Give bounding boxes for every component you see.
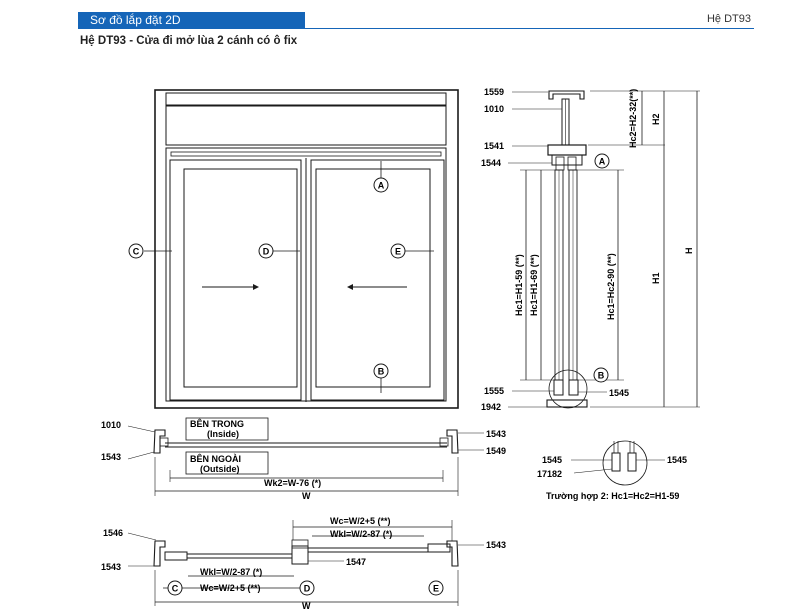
profile-label-1541: 1541 bbox=[484, 141, 504, 151]
plan-fixed-labels bbox=[127, 425, 484, 460]
sliding-label-1543-left: 1543 bbox=[101, 562, 121, 572]
outside-label-box bbox=[185, 451, 269, 475]
marker-c-elevation: C bbox=[128, 243, 144, 259]
svg-text:C: C bbox=[133, 247, 140, 257]
profile-label-1544: 1544 bbox=[481, 158, 501, 168]
inside-label: BÊN TRONG bbox=[190, 418, 244, 429]
dim-wc-top: Wc=W/2+5 (**) bbox=[330, 516, 391, 526]
door-elevation bbox=[144, 89, 459, 409]
plan-sliding-leaders bbox=[127, 532, 484, 567]
svg-text:E: E bbox=[395, 247, 401, 257]
marker-e-plan: E bbox=[428, 580, 444, 596]
sliding-label-1543-right: 1543 bbox=[486, 540, 506, 550]
dim-h2: H2 bbox=[651, 113, 661, 125]
case2-caption: Trường hợp 2: Hc1=Hc2=H1-59 bbox=[546, 491, 679, 501]
dim-hc2: Hc2=H2-32(**) bbox=[628, 89, 638, 148]
profile-label-1010: 1010 bbox=[484, 104, 504, 114]
marker-d-elevation: D bbox=[258, 243, 274, 259]
dim-wk2: Wk2=W-76 (*) bbox=[264, 478, 321, 488]
dim-wki-top: WkI=W/2-87 (*) bbox=[330, 529, 392, 539]
sliding-label-1546: 1546 bbox=[103, 528, 123, 538]
inside-label-en: (Inside) bbox=[207, 429, 239, 439]
dim-w-sliding: W bbox=[302, 601, 311, 611]
dim-h: H bbox=[684, 248, 694, 255]
marker-d-plan: D bbox=[299, 580, 315, 596]
case2-label-1545-left: 1545 bbox=[542, 455, 562, 465]
dim-wki-bottom: WkI=W/2-87 (*) bbox=[200, 567, 262, 577]
svg-text:B: B bbox=[378, 367, 385, 377]
vertical-section bbox=[520, 90, 700, 409]
marker-e-elevation: E bbox=[390, 243, 406, 259]
dim-w-fixed: W bbox=[302, 491, 311, 501]
outside-label-en: (Outside) bbox=[200, 464, 240, 474]
profile-label-1555: 1555 bbox=[484, 386, 504, 396]
system-code: Hệ DT93 bbox=[706, 13, 751, 25]
case2-label-17182: 17182 bbox=[537, 469, 562, 479]
marker-a-elevation: A bbox=[373, 177, 389, 193]
plan-view-sliding bbox=[153, 520, 459, 606]
svg-text:C: C bbox=[172, 584, 179, 594]
section-header-bar bbox=[78, 12, 305, 29]
svg-text:A: A bbox=[378, 181, 385, 191]
dim-h1: H1 bbox=[651, 272, 661, 284]
svg-text:E: E bbox=[433, 584, 439, 594]
dim-hc1-a: Hc1=H1-59 (**) bbox=[514, 254, 524, 316]
header-divider bbox=[78, 28, 754, 29]
marker-c-plan: C bbox=[167, 580, 183, 596]
inside-label-box bbox=[185, 417, 269, 441]
sliding-label-1547: 1547 bbox=[346, 557, 366, 567]
svg-text:D: D bbox=[304, 584, 311, 594]
marker-b-elevation: B bbox=[373, 363, 389, 379]
plan-label-1549: 1549 bbox=[486, 446, 506, 456]
marker-b-section: B bbox=[593, 367, 609, 383]
marker-a-section: A bbox=[594, 153, 610, 169]
dim-hc1-b: Hc1=H1-69 (**) bbox=[529, 254, 539, 316]
svg-text:A: A bbox=[599, 157, 606, 167]
outside-label: BÊN NGOÀI bbox=[190, 453, 241, 464]
svg-text:D: D bbox=[263, 247, 270, 257]
section-leader-lines bbox=[508, 91, 607, 408]
profile-label-1559: 1559 bbox=[484, 87, 504, 97]
svg-text:B: B bbox=[598, 371, 605, 381]
profile-label-1545: 1545 bbox=[609, 388, 629, 398]
plan-label-1543-left: 1543 bbox=[101, 452, 121, 462]
dim-hc2-b: Hc1=Hc2-90 (**) bbox=[606, 253, 616, 320]
plan-label-1010: 1010 bbox=[101, 420, 121, 430]
plan-view-fixed bbox=[153, 429, 459, 496]
dim-wc-bottom: Wc=W/2+5 (**) bbox=[200, 583, 261, 593]
case2-label-1545-right: 1545 bbox=[667, 455, 687, 465]
profile-label-1942: 1942 bbox=[481, 402, 501, 412]
section-labels: 1559 1010 1541 1544 1555 1545 1942 bbox=[481, 87, 629, 412]
plan-label-1543-right: 1543 bbox=[486, 429, 506, 439]
case2-detail bbox=[571, 440, 665, 486]
page-subtitle: Hệ DT93 - Cửa đi mở lùa 2 cánh có ô fix bbox=[80, 35, 298, 47]
section-title: Sơ đồ lắp đặt 2D bbox=[90, 13, 181, 27]
